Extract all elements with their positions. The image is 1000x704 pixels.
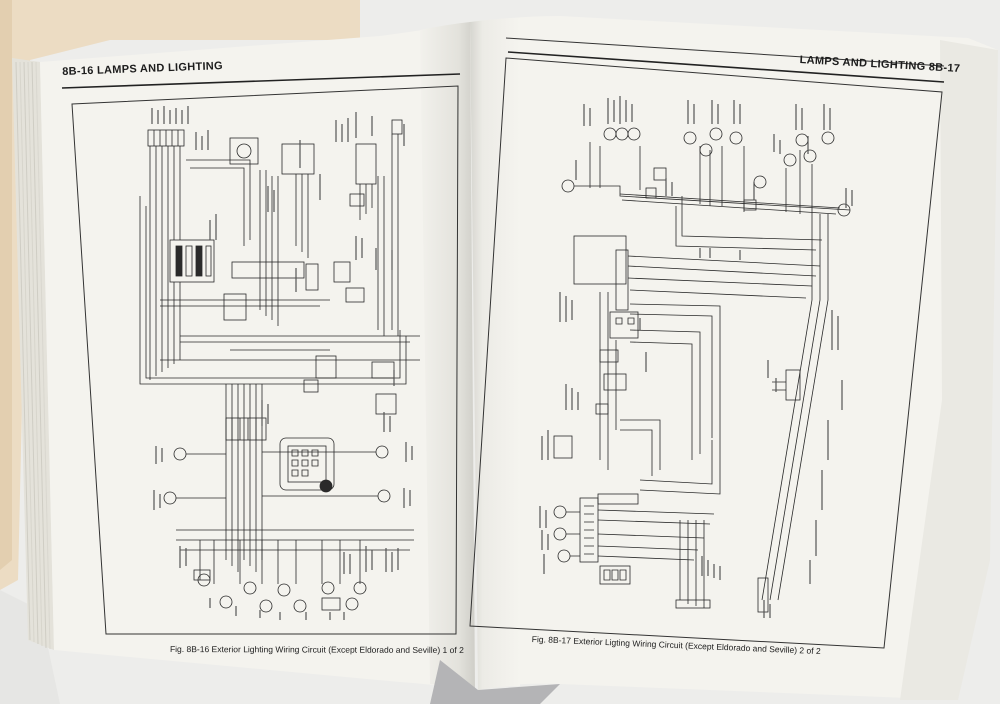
left-page — [40, 22, 475, 690]
left-figure-caption: Fig. 8B-16 Exterior Lighting Wiring Circ… — [169, 644, 464, 656]
right-header-rule — [507, 51, 945, 83]
left-figure-frame — [71, 85, 459, 635]
right-page — [430, 16, 998, 704]
right-diagram-labels — [539, 96, 853, 618]
right-wiring-diagram — [553, 127, 851, 613]
left-diagram-labels — [151, 106, 413, 620]
left-wiring-diagram — [139, 119, 420, 613]
right-top-rule — [505, 37, 945, 67]
page-stack — [12, 58, 54, 650]
right-figure-frame — [469, 57, 943, 649]
left-header-rule — [61, 73, 461, 89]
tan-folder — [0, 0, 360, 590]
